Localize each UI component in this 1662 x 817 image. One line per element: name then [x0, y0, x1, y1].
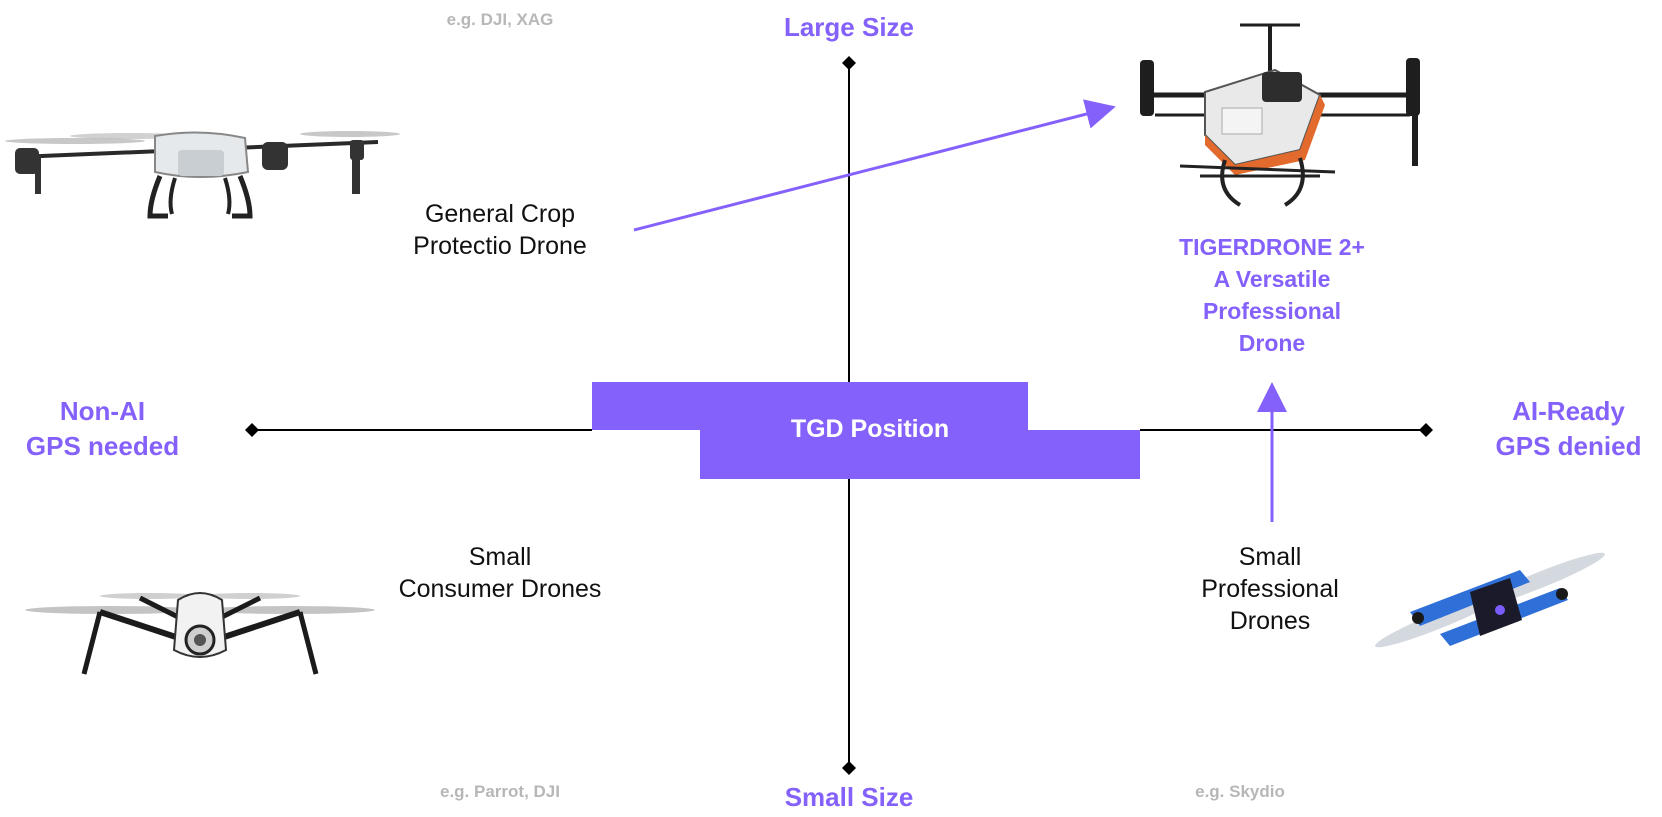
axis-label-right-line-1: AI-Ready	[1512, 396, 1625, 426]
axis-label-top: Large Size	[783, 12, 915, 42]
tigerdrone-line-3: Professional	[1202, 298, 1342, 324]
axis-label-bottom: Small Size	[784, 782, 914, 812]
skydio-drone-icon	[1375, 552, 1605, 648]
example-bottom-right: e.g. Skydio	[1195, 782, 1285, 801]
arrow-to-tigerdrone	[633, 99, 1116, 232]
tigerdrone-line-4: Drone	[1238, 330, 1306, 356]
axis-label-left-line-2: GPS needed	[25, 431, 180, 461]
quadrant-bottom-right-line-3: Drones	[1229, 607, 1311, 635]
axis-label-left: Non-AI GPS needed	[0, 394, 205, 464]
tgd-position-label: TGD Position	[790, 415, 950, 443]
axis-label-left-line-1: Non-AI	[59, 396, 146, 426]
quadrant-bottom-left-line-1: Small	[468, 543, 532, 571]
quadrant-top-left-label: General Crop Protectio Drone	[380, 198, 620, 262]
quadrant-bottom-left-label: Small Consumer Drones	[380, 541, 620, 605]
crop-spraying-drone-icon	[5, 131, 400, 219]
axis-end-top	[842, 56, 856, 70]
quadrant-top-left-line-1: General Crop	[424, 200, 576, 228]
axis-label-right: AI-Ready GPS denied	[1475, 394, 1662, 464]
example-bottom-left: e.g. Parrot, DJI	[440, 782, 560, 801]
quadrant-bottom-left-line-2: Consumer Drones	[398, 575, 602, 603]
consumer-drone-icon	[25, 592, 375, 675]
tigerdrone-line-1: TIGERDRONE 2+	[1179, 234, 1365, 260]
tigerdrone-line-2: A Versatile	[1213, 266, 1331, 292]
tigerdrone-icon	[1140, 23, 1420, 207]
tgd-position-box-bottom	[700, 430, 1140, 479]
quadrant-bottom-right-label: Small Professional Drones	[1170, 541, 1370, 637]
axis-label-right-line-2: GPS denied	[1495, 431, 1642, 461]
quadrant-bottom-right-line-2: Professional	[1201, 575, 1339, 603]
example-top-left: e.g. DJI, XAG	[446, 10, 554, 29]
axis-end-left	[245, 423, 259, 437]
axis-end-bottom	[842, 761, 856, 775]
tgd-position-box-top	[592, 382, 1028, 430]
axis-end-right	[1419, 423, 1433, 437]
quadrant-top-left-line-2: Protectio Drone	[413, 232, 587, 260]
quadrant-bottom-right-line-1: Small	[1238, 543, 1302, 571]
tigerdrone-label: TIGERDRONE 2+ A Versatile Professional D…	[1140, 231, 1404, 359]
